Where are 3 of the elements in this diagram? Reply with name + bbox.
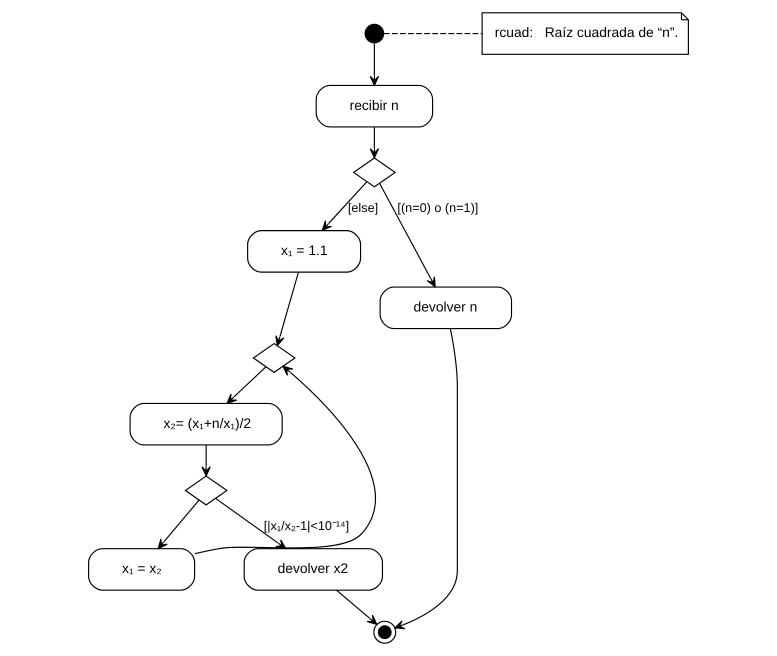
- edge-label: [|x₁/x₂-1|<10⁻¹⁴]: [264, 519, 350, 533]
- edge-label: [(n=0) o (n=1)]: [397, 200, 478, 215]
- edge-label: [else]: [348, 200, 378, 215]
